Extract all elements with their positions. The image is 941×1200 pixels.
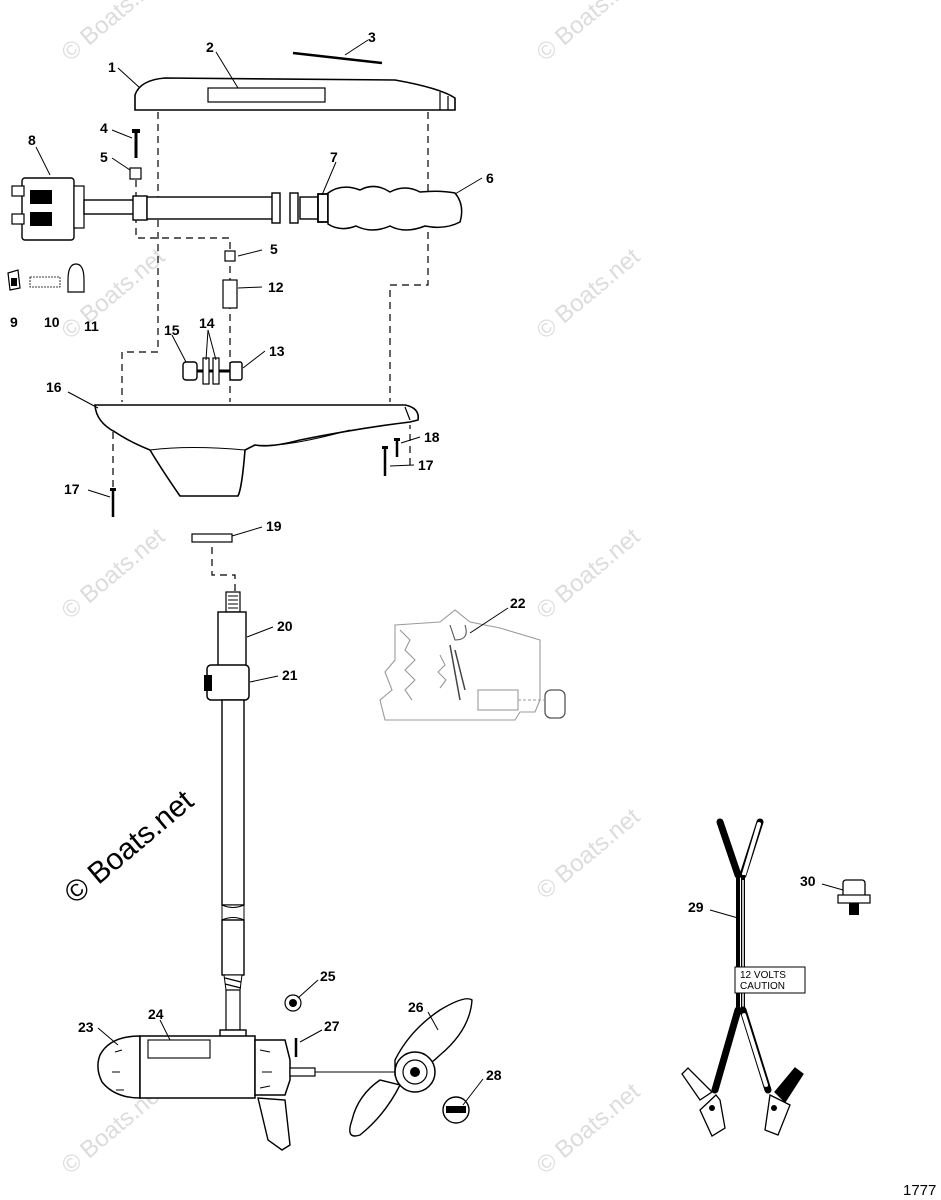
watermark: © Boats.net [57,0,171,67]
callout-7: 7 [330,149,338,165]
callout-15: 15 [164,322,180,338]
screws [110,438,400,517]
plug [837,879,871,915]
callout-17b: 17 [64,481,80,497]
callout-22: 22 [510,595,526,611]
caution-line-2: CAUTION [740,981,785,992]
bolt-washer-nut [182,357,243,385]
callout-5: 5 [100,149,108,165]
top-cover [134,77,456,111]
main-watermark: © Boats.net [58,784,200,911]
callout-12: 12 [268,279,284,295]
callout-28: 28 [486,1067,502,1083]
lower-housing [94,404,420,497]
motor-decal [147,1039,211,1059]
nut [129,167,142,180]
decal [207,87,326,103]
battery-cable: 12 VOLTS CAUTION [681,818,806,1137]
callout-29: 29 [688,899,704,915]
switch [11,177,85,241]
callout-21: 21 [282,667,298,683]
callout-6: 6 [486,170,494,186]
callout-13: 13 [269,343,285,359]
watermarks: © Boats.net © Boats.net © Boats.net © Bo… [57,0,646,1180]
callout-18: 18 [424,429,440,445]
watermark: © Boats.net [57,243,171,345]
callout-5b: 5 [270,241,278,257]
callout-9: 9 [10,314,18,330]
caution-line-1: 12 VOLTS [740,970,786,981]
callout-1: 1 [108,59,116,75]
shaft [204,591,250,1031]
callout-30: 30 [800,873,816,889]
watermark: © Boats.net [532,0,646,67]
callout-23: 23 [78,1019,94,1035]
callout-14: 14 [199,315,215,331]
callout-16: 16 [46,379,62,395]
watermark: © Boats.net [532,1078,646,1180]
callout-27: 27 [324,1018,340,1034]
bushing [191,533,233,543]
wire-connectors [7,263,85,293]
mount-bracket [379,609,566,721]
callout-numbers: 1 2 3 4 5 6 7 8 5 12 9 10 11 15 14 13 16… [10,29,816,1083]
spacer [222,279,238,309]
nut [224,250,236,262]
callout-26: 26 [408,999,424,1015]
leader-lines [35,39,844,1106]
callout-10: 10 [44,314,60,330]
callout-3: 3 [368,29,376,45]
screw [132,129,140,158]
callout-20: 20 [277,618,293,634]
callout-24: 24 [148,1006,164,1022]
tiller-handle [83,185,463,231]
watermark: © Boats.net [57,523,171,625]
motor [97,1029,316,1151]
callout-17: 17 [418,457,434,473]
strip [292,51,383,65]
watermark: © Boats.net [532,243,646,345]
diagram-number: 1777 [903,1182,936,1199]
callout-4: 4 [100,120,108,136]
callout-8: 8 [28,132,36,148]
propeller [315,998,473,1137]
watermark: © Boats.net [532,523,646,625]
callout-19: 19 [266,518,282,534]
collar [206,664,250,701]
callout-25: 25 [320,968,336,984]
callout-11: 11 [84,318,99,334]
callout-2: 2 [206,39,214,55]
prop-nut [442,1096,470,1124]
propeller-nut [284,994,302,1012]
watermark: © Boats.net [532,803,646,905]
